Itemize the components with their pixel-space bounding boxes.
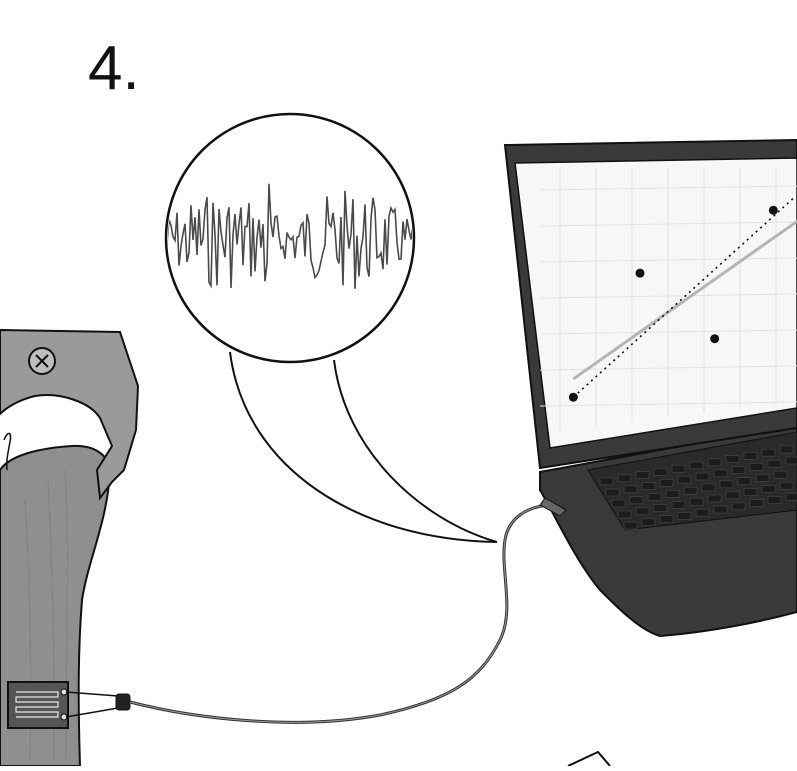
keyboard-key [743, 488, 758, 496]
signal-waveform [168, 183, 412, 289]
keyboard-key [653, 468, 668, 476]
keyboard-key [767, 496, 782, 504]
strain-gauge [7, 681, 131, 729]
clamp-fixture [0, 328, 140, 501]
gauge-pad [7, 681, 69, 729]
keyboard-key [635, 507, 650, 516]
keyboard-key [731, 502, 746, 511]
keyboard-key [749, 499, 764, 507]
pencil-mark [3, 432, 12, 471]
screen-grid [539, 168, 797, 430]
data-point [710, 334, 720, 344]
laptop-screen [514, 157, 797, 449]
data-cable [129, 503, 556, 724]
keyboard-key [785, 456, 797, 465]
keyboard-key [641, 482, 656, 490]
keyboard-key [743, 452, 758, 460]
keyboard-key [611, 499, 626, 508]
keyboard-key [623, 521, 638, 530]
keyboard-keys [599, 445, 797, 530]
data-point [568, 392, 578, 402]
grid-line [539, 365, 797, 371]
step-number: 4. [88, 34, 140, 103]
grid-line [539, 185, 797, 191]
keyboard-key [689, 497, 704, 506]
keyboard-key [671, 501, 686, 509]
keyboard-key [701, 483, 716, 492]
callout-pointer [229, 351, 498, 543]
data-cable-highlight [129, 504, 556, 723]
gauge-leads [65, 691, 119, 718]
grid-line [539, 257, 797, 263]
keyboard-key [767, 459, 782, 468]
keyboard-key [605, 488, 620, 497]
keyboard-key [647, 493, 662, 501]
keyboard-key [617, 474, 632, 483]
trend-line [572, 219, 797, 381]
keyboard-key [629, 496, 644, 505]
keyboard-key [779, 445, 794, 454]
grid-line [539, 221, 797, 227]
laptop-port [539, 497, 567, 517]
keyboard-key [755, 474, 770, 482]
keyboard-key [599, 477, 614, 486]
x-mark [35, 354, 49, 368]
laptop [503, 138, 797, 638]
keyboard-key [713, 505, 728, 514]
grid-line [539, 401, 797, 407]
keyboard-key [725, 491, 740, 500]
grid-line [539, 293, 797, 299]
keyboard-key [677, 475, 692, 484]
keyboard-key [659, 515, 674, 523]
signal-callout [164, 112, 498, 543]
keyboard-key [689, 461, 704, 470]
screen-plot [568, 197, 797, 402]
keyboard-key [737, 477, 752, 485]
keyboard-key [761, 485, 776, 493]
keyboard-key [665, 490, 680, 498]
keyboard-key [713, 469, 728, 478]
keyboard-key [695, 508, 710, 517]
keyboard-key [659, 479, 674, 487]
keyboard-key [773, 470, 788, 479]
keyboard-key [671, 464, 686, 473]
connector [115, 693, 131, 711]
keyboard-key [785, 492, 797, 501]
keyboard-key [719, 480, 734, 489]
keyboard-key [695, 472, 710, 481]
keyboard-key [683, 486, 698, 495]
keyboard-key [653, 504, 668, 512]
keyboard-key [617, 510, 632, 519]
dotted-fit-line [572, 197, 794, 398]
keyboard-key [635, 471, 650, 479]
keyboard-key [623, 485, 638, 494]
keyboard-key [707, 494, 722, 503]
keyboard-key [641, 518, 656, 527]
keyboard-key [761, 448, 776, 457]
keyboard-key [677, 512, 692, 520]
grid-line [539, 329, 797, 335]
keyboard-key [707, 458, 722, 467]
keyboard-key [749, 463, 764, 471]
keyboard-key [779, 481, 794, 490]
paper-corner [567, 750, 611, 767]
gauge-grid [15, 691, 59, 718]
data-point [768, 205, 778, 215]
keyboard-key [725, 455, 740, 463]
data-point [635, 268, 645, 278]
keyboard-key [731, 466, 746, 474]
